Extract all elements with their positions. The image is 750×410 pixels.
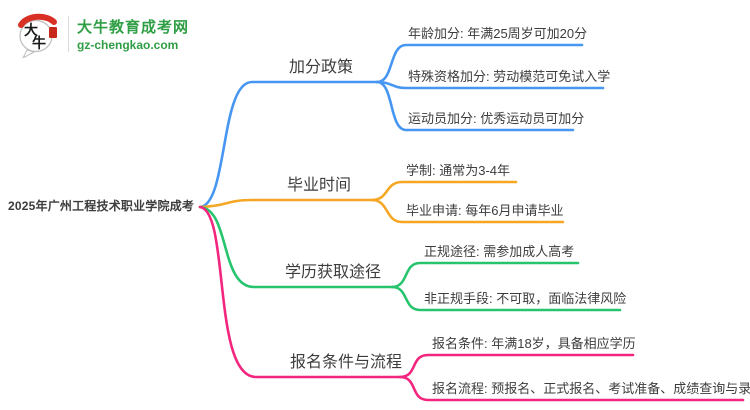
svg-text:牛: 牛 [32, 35, 46, 52]
root-node[interactable]: 2025年广州工程技术职业学院成考 [8, 199, 195, 213]
leaf-informal-path[interactable]: 非正规手段: 不可取，面临法律风险 [424, 291, 627, 306]
logo-domain-url: gz-chengkao.com [77, 38, 179, 52]
branch-label-degree-paths[interactable]: 学历获取途径 [285, 264, 382, 281]
leaf-special-qualification-bonus[interactable]: 特殊资格加分: 劳动模范可免试入学 [408, 69, 611, 84]
leaf-athlete-bonus[interactable]: 运动员加分: 优秀运动员可加分 [408, 111, 585, 126]
site-logo[interactable]: 大 牛 大牛教育成考网 gz-chengkao.com [14, 10, 190, 60]
leaf-formal-path[interactable]: 正规途径: 需参加成人高考 [424, 244, 575, 259]
branch3-main-curve [198, 205, 394, 289]
logo-bull-icon: 大 牛 [14, 10, 60, 60]
leaf-study-length[interactable]: 学制: 通常为3-4年 [406, 163, 511, 178]
leaf-graduation-application[interactable]: 毕业申请: 每年6月申请毕业 [406, 203, 564, 218]
branch4-main-curve [198, 205, 402, 379]
branch3-leaf2-curve [390, 285, 622, 312]
branch1-leaf3-curve [375, 80, 575, 132]
branch-label-graduation-time[interactable]: 毕业时间 [287, 177, 352, 194]
branch4-leaf1-curve [398, 353, 635, 379]
branch2-main-curve [198, 198, 374, 209]
logo-title: 大牛教育成考网 [77, 19, 190, 36]
leaf-age-bonus[interactable]: 年龄加分: 年满25周岁可加20分 [408, 26, 588, 41]
branch4-leaf2-curve [398, 375, 745, 402]
branch3-leaf1-curve [390, 261, 580, 289]
leaf-registration-conditions[interactable]: 报名条件: 年满18岁，具备相应学历 [432, 336, 636, 351]
branch-label-registration[interactable]: 报名条件与流程 [290, 354, 403, 371]
branch2-leaf1-curve [370, 180, 518, 202]
branch1-main-curve [198, 80, 379, 209]
leaf-registration-process[interactable]: 报名流程: 预报名、正式报名、考试准备、成绩查询与录取 [432, 381, 750, 396]
svg-text:大: 大 [24, 22, 38, 39]
branch-label-bonus-policy[interactable]: 加分政策 [289, 59, 354, 76]
logo-divider [68, 16, 69, 52]
branch2-leaf2-curve [370, 198, 565, 224]
branch1-leaf1-curve [375, 43, 584, 84]
